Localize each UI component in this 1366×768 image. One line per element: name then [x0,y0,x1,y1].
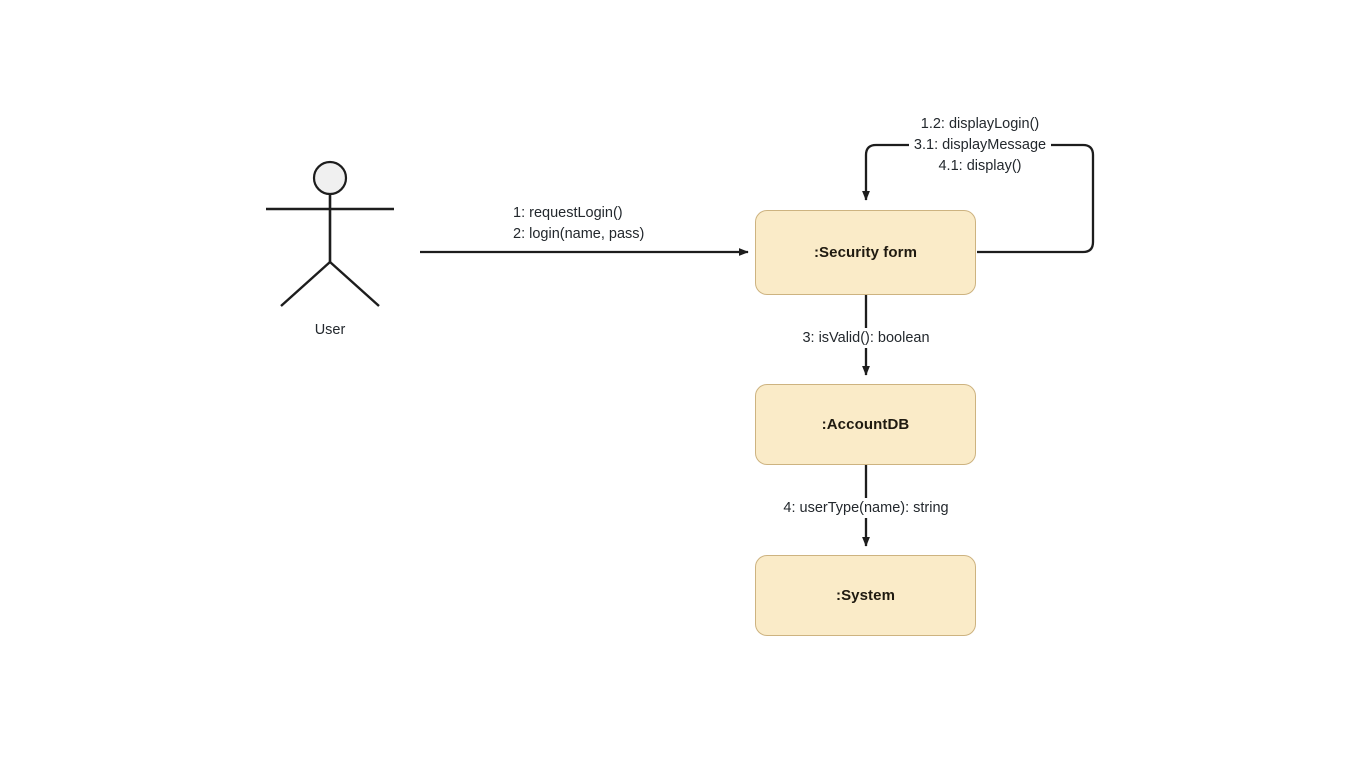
message-line-1-2: 1.2: displayLogin() [920,116,1040,132]
message-user-to-security-form: 1: requestLogin() 2: login(name, pass) [513,203,644,245]
node-system[interactable]: :System [755,555,976,636]
self-loop-label-backing [909,135,1051,155]
node-account-db-label: :AccountDB [821,416,910,433]
node-security-form[interactable]: :Security form [755,210,976,295]
actor-stick-figure [266,160,394,307]
node-security-form-label: :Security form [813,244,918,261]
message-line-2: 2: login(name, pass) [513,226,645,242]
message-line-3: 3: isValid(): boolean [802,330,930,346]
message-account-db-to-system: 4: userType(name): string [766,498,966,519]
message-4-backing [781,498,953,518]
message-security-form-to-account-db: 3: isValid(): boolean [766,328,966,349]
actor-label: User [314,322,346,338]
node-system-label: :System [835,587,896,604]
node-account-db[interactable]: :AccountDB [755,384,976,465]
message-3-backing [795,328,937,348]
message-line-3-1: 3.1: displayMessage [913,137,1047,153]
connector-security-form-self-loop [862,143,1095,254]
message-line-4: 4: userType(name): string [783,500,949,516]
message-line-1: 1: requestLogin() [513,205,623,221]
message-line-4-1: 4.1: display() [938,158,1022,174]
message-security-form-self-loop: 1.2: displayLogin() 3.1: displayMessage … [885,114,1075,177]
